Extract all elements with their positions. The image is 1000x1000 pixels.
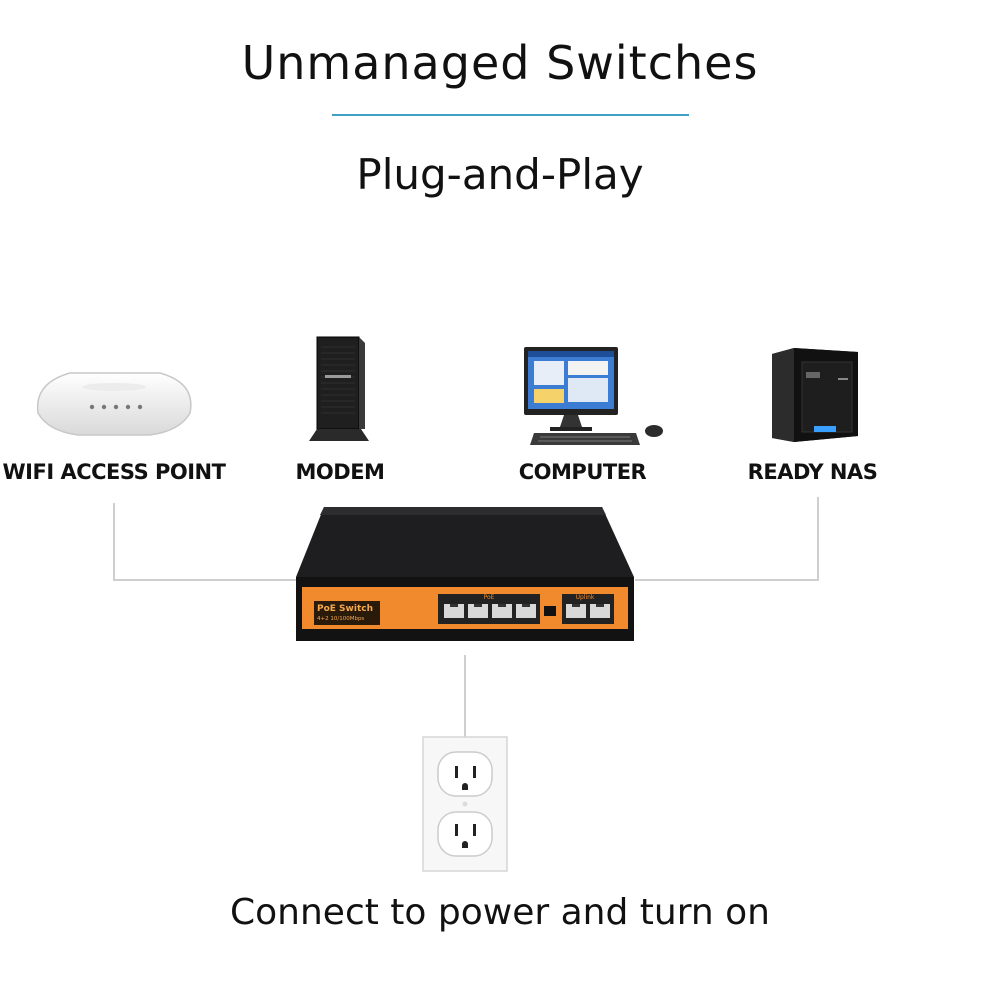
device-label-wifi-access-point: WIFI ACCESS POINT bbox=[2, 460, 226, 484]
device-label-modem: MODEM bbox=[295, 460, 385, 484]
switch-badge-sub: 4+2 10/100Mbps bbox=[317, 616, 365, 622]
uplink-ports bbox=[566, 604, 610, 618]
modem-icon bbox=[309, 336, 369, 441]
uplink-port-2 bbox=[590, 604, 610, 618]
poe-group-label: PoE bbox=[483, 594, 495, 601]
uplink-group-label: Uplink bbox=[575, 594, 595, 601]
power-outlet-icon bbox=[422, 736, 508, 872]
connector-nas bbox=[635, 497, 819, 581]
footer-caption: Connect to power and turn on bbox=[230, 892, 770, 933]
wifi-access-point-icon bbox=[36, 372, 192, 436]
poe-ports bbox=[444, 604, 536, 618]
computer-icon bbox=[524, 347, 663, 445]
switch-badge-title: PoE Switch bbox=[317, 604, 373, 614]
poe-port-2 bbox=[468, 604, 488, 618]
poe-port-3 bbox=[492, 604, 512, 618]
page-subtitle: Plug-and-Play bbox=[356, 150, 644, 199]
title-underline bbox=[332, 114, 689, 116]
nas-icon bbox=[772, 348, 858, 442]
poe-port-4 bbox=[516, 604, 536, 618]
switch-port-panel bbox=[438, 594, 614, 624]
connector-wifi bbox=[113, 503, 300, 581]
device-label-computer: COMPUTER bbox=[518, 460, 647, 484]
uplink-port-1 bbox=[566, 604, 586, 618]
device-label-ready-nas: READY NAS bbox=[747, 460, 878, 484]
poe-port-1 bbox=[444, 604, 464, 618]
page-title: Unmanaged Switches bbox=[241, 36, 759, 90]
